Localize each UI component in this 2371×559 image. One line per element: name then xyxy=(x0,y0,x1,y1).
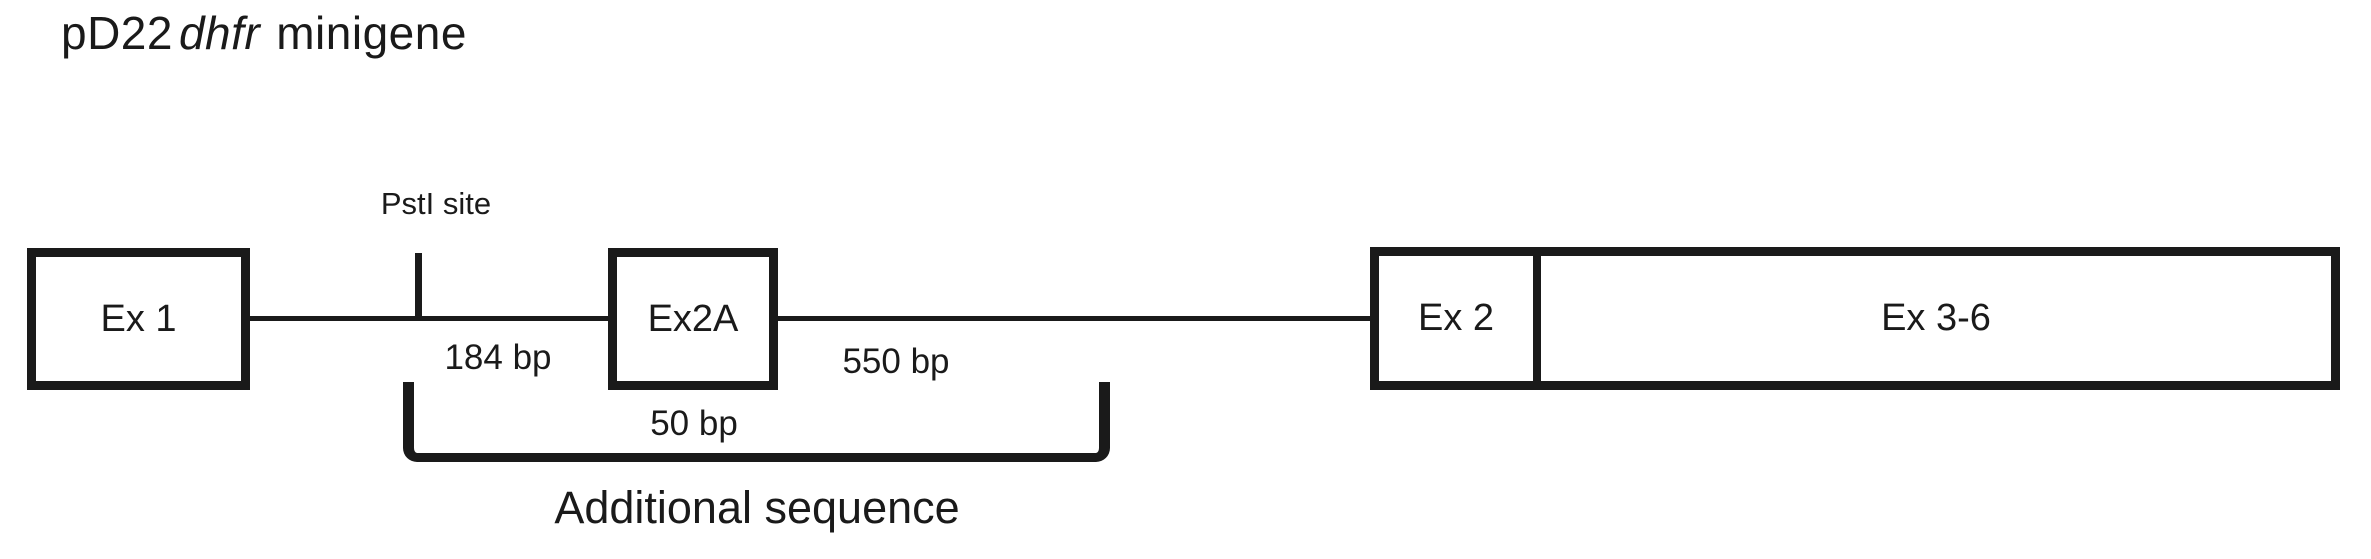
title-plasmid-name: pD22 xyxy=(61,7,173,59)
psti-site-label: PstI site xyxy=(380,186,492,221)
exon2-label: Ex 2 xyxy=(1417,297,1495,339)
exon3-6-cell: Ex 3-6 xyxy=(1541,256,2331,381)
exon3-6-label: Ex 3-6 xyxy=(1881,297,1991,339)
title-suffix: minigene xyxy=(276,7,467,59)
psti-site-tick xyxy=(415,253,422,321)
exon1-label: Ex 1 xyxy=(100,297,177,340)
title-gene-name: dhfr xyxy=(178,7,261,59)
exon2-to-6-cells: Ex 2 Ex 3-6 xyxy=(1379,256,2331,381)
exon2a-box: Ex2A xyxy=(608,248,778,390)
exon2a-label: Ex2A xyxy=(647,297,739,340)
segment-550bp-label: 550 bp xyxy=(842,342,950,381)
segment-184bp-label: 184 bp xyxy=(444,338,552,377)
intron-backbone-line xyxy=(250,316,1372,321)
additional-sequence-bracket xyxy=(403,382,1110,462)
exon2-to-6-box: Ex 2 Ex 3-6 xyxy=(1370,247,2340,390)
exon1-box: Ex 1 xyxy=(27,248,250,390)
exon2a-size-label: 50 bp xyxy=(650,404,738,443)
exon2-cell: Ex 2 xyxy=(1379,256,1533,381)
exon2-exon36-divider xyxy=(1533,256,1541,381)
additional-sequence-label: Additional sequence xyxy=(554,482,960,533)
